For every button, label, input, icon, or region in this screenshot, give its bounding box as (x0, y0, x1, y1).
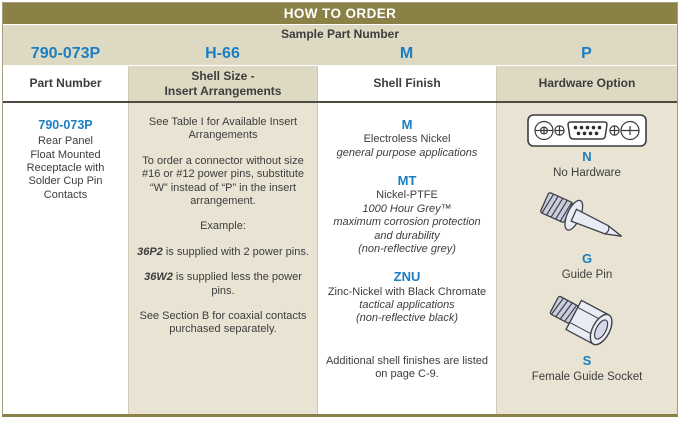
hardware-option-n: N No Hardware (497, 112, 677, 180)
guide-pin-icon (540, 192, 623, 237)
sample-value-hardware: P (581, 45, 592, 62)
sample-value-part-number: 790-073P (30, 45, 101, 62)
column-header-shell-size: Shell Size - Insert Arrangements (128, 66, 317, 101)
part-number-desc-line: Float Mounted (30, 148, 101, 161)
finish-code-m: M (401, 117, 413, 132)
finish-option-znu: ZNU Zinc-Nickel with Black Chromate tact… (324, 269, 490, 325)
shell-finish-cell: M Electroless Nickel general purpose app… (317, 103, 496, 414)
sample-values-row: 790-073P H-66 M P (3, 43, 677, 65)
hardware-label-g: Guide Pin (561, 268, 613, 281)
finish-name-znu: Zinc-Nickel with Black Chromate (327, 285, 487, 298)
insert-note-substitute: To order a connector without size #16 or… (141, 154, 305, 208)
insert-note-table: See Table I for Available Insert Arrange… (148, 116, 298, 142)
part-number-desc-line: Contacts (43, 188, 88, 201)
part-number-desc-line: Receptacle with (26, 162, 105, 175)
finish-code-znu: ZNU (393, 269, 421, 285)
finish-note-znu-tactical: tactical applications (359, 299, 455, 311)
sample-part-number-label: Sample Part Number (3, 25, 677, 43)
hardware-label-s: Female Guide Socket (531, 370, 643, 383)
finish-note-mt-corrosion: maximum corrosion protection and durabil… (333, 216, 481, 242)
finish-note-znu-reflective: (non-reflective black) (355, 312, 459, 325)
finish-code-mt: MT (397, 173, 417, 189)
hardware-option-s: S Female Guide Socket (497, 291, 677, 384)
female-guide-socket-icon (549, 295, 613, 346)
shell-size-header-line1: Shell Size - (191, 68, 255, 83)
insert-arrangements-cell: See Table I for Available Insert Arrange… (128, 103, 317, 414)
finish-name-m: Electroless Nickel (363, 133, 451, 146)
finish-name-mt: Nickel-PTFE (376, 189, 438, 202)
column-header-shell-finish: Shell Finish (317, 66, 496, 101)
insert-example-36w2: 36W2 is supplied less the power pins. (137, 271, 309, 298)
how-to-order-title: HOW TO ORDER (3, 3, 677, 25)
finish-note-mt-grey: 1000 Hour Grey™ (362, 202, 452, 215)
part-number-cell: 790-073P Rear Panel Float Mounted Recept… (3, 103, 128, 414)
part-number-desc-line: Solder Cup Pin (28, 175, 103, 188)
column-header-hardware-option: Hardware Option (496, 66, 677, 101)
finish-note-mt-reflective: (non-reflective grey) (358, 242, 456, 255)
insert-example-36p2: 36P2 is supplied with 2 power pins. (137, 246, 309, 259)
insert-text-36w2: is supplied less the power pins. (172, 271, 302, 297)
finish-footnote: Additional shell finishes are listed on … (325, 354, 489, 381)
sample-value-shell-size: H-66 (205, 45, 240, 62)
part-number-code: 790-073P (38, 118, 93, 132)
hardware-label-n: No Hardware (553, 166, 621, 179)
finish-option-mt: MT Nickel-PTFE 1000 Hour Grey™ maximum c… (324, 173, 490, 256)
hardware-code-s: S (582, 352, 592, 368)
shell-size-header-line2: Insert Arrangements (164, 83, 282, 98)
hardware-code-n: N (582, 149, 592, 164)
hardware-code-g: G (581, 250, 593, 266)
column-header-part-number: Part Number (3, 66, 128, 101)
insert-example-label: Example: (200, 220, 246, 233)
insert-note-coaxial: See Section B for coaxial contacts purch… (139, 310, 307, 336)
finish-option-m: M Electroless Nickel general purpose app… (324, 117, 490, 160)
hardware-option-cell: N No Hardware (496, 103, 677, 414)
how-to-order-table: HOW TO ORDER Sample Part Number 790-073P… (2, 2, 678, 417)
insert-code-36p2: 36P2 (137, 245, 163, 258)
part-number-desc-line: Rear Panel (37, 135, 94, 148)
content-row: 790-073P Rear Panel Float Mounted Recept… (3, 103, 677, 414)
column-header-row: Part Number Shell Size - Insert Arrangem… (3, 65, 677, 103)
finish-note-m: general purpose applications (336, 146, 478, 159)
sample-value-shell-finish: M (399, 45, 414, 62)
insert-text-36p2: is supplied with 2 power pins. (162, 245, 309, 258)
hardware-option-g: G Guide Pin (497, 189, 677, 282)
insert-code-36w2: 36W2 (144, 271, 173, 284)
connector-face-icon (527, 114, 647, 147)
